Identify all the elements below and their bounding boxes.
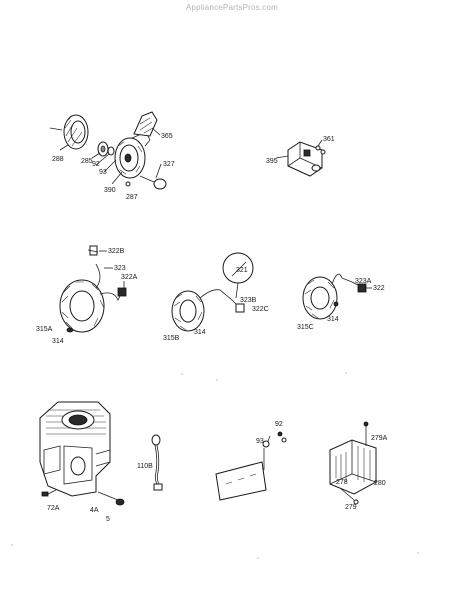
ground-wire-110b[interactable] xyxy=(151,434,163,491)
scan-specks xyxy=(11,372,419,559)
label-315b: 315B xyxy=(163,335,180,342)
label-321: 321 xyxy=(236,267,248,274)
label-4a: 4A xyxy=(90,507,99,514)
label-395: 395 xyxy=(266,158,278,165)
label-314-a: 314 xyxy=(52,338,64,345)
wire-clip-321[interactable] xyxy=(222,252,254,284)
label-93-b: 93 xyxy=(256,438,264,445)
label-288: 288 xyxy=(52,156,64,163)
label-361: 361 xyxy=(323,136,335,143)
label-92-b: 92 xyxy=(275,421,283,428)
label-5: 5 xyxy=(106,516,110,523)
label-314-b: 314 xyxy=(194,329,206,336)
label-72a: 72A xyxy=(47,505,60,512)
pin-287[interactable] xyxy=(125,181,131,187)
flywheel-assembly xyxy=(49,111,167,190)
disc-327[interactable] xyxy=(139,175,167,190)
washer-92[interactable] xyxy=(107,146,115,156)
label-93: 93 xyxy=(99,169,107,176)
engine-block[interactable] xyxy=(39,401,125,506)
label-323b: 323B xyxy=(240,297,257,304)
label-287: 287 xyxy=(126,194,138,201)
label-315c: 315C xyxy=(297,324,314,331)
label-327: 327 xyxy=(163,161,175,168)
label-280: 280 xyxy=(374,480,386,487)
label-322b: 322B xyxy=(108,248,125,255)
label-110b: 110B xyxy=(137,463,153,470)
label-323: 323 xyxy=(114,265,126,272)
label-279a: 279A xyxy=(371,435,388,442)
flywheel-nut-285[interactable] xyxy=(97,141,109,157)
alternator-315a[interactable] xyxy=(59,245,127,333)
flywheel-screen-288[interactable] xyxy=(63,114,89,150)
starter-cup-365[interactable] xyxy=(133,111,158,137)
alternator-315b[interactable] xyxy=(171,289,245,332)
label-92: 92 xyxy=(92,161,100,168)
label-322: 322 xyxy=(373,285,385,292)
label-285: 285 xyxy=(81,158,93,165)
flywheel-390[interactable] xyxy=(114,131,151,179)
label-390: 390 xyxy=(104,187,116,194)
alternator-315c[interactable] xyxy=(302,273,367,320)
label-322c: 322C xyxy=(252,306,269,313)
label-322a: 322A xyxy=(121,274,138,281)
label-314-c: 314 xyxy=(327,316,339,323)
label-279: 279 xyxy=(345,504,357,511)
label-365: 365 xyxy=(161,133,173,140)
muffler-280[interactable] xyxy=(329,421,377,505)
label-315a: 315A xyxy=(36,326,53,333)
label-278: 278 xyxy=(336,479,348,486)
watermark-text: AppliancePartsPros.com xyxy=(186,3,278,12)
bracket-assembly[interactable] xyxy=(215,431,287,501)
label-323a: 323A xyxy=(355,278,372,285)
ignition-module-395[interactable] xyxy=(275,139,326,177)
